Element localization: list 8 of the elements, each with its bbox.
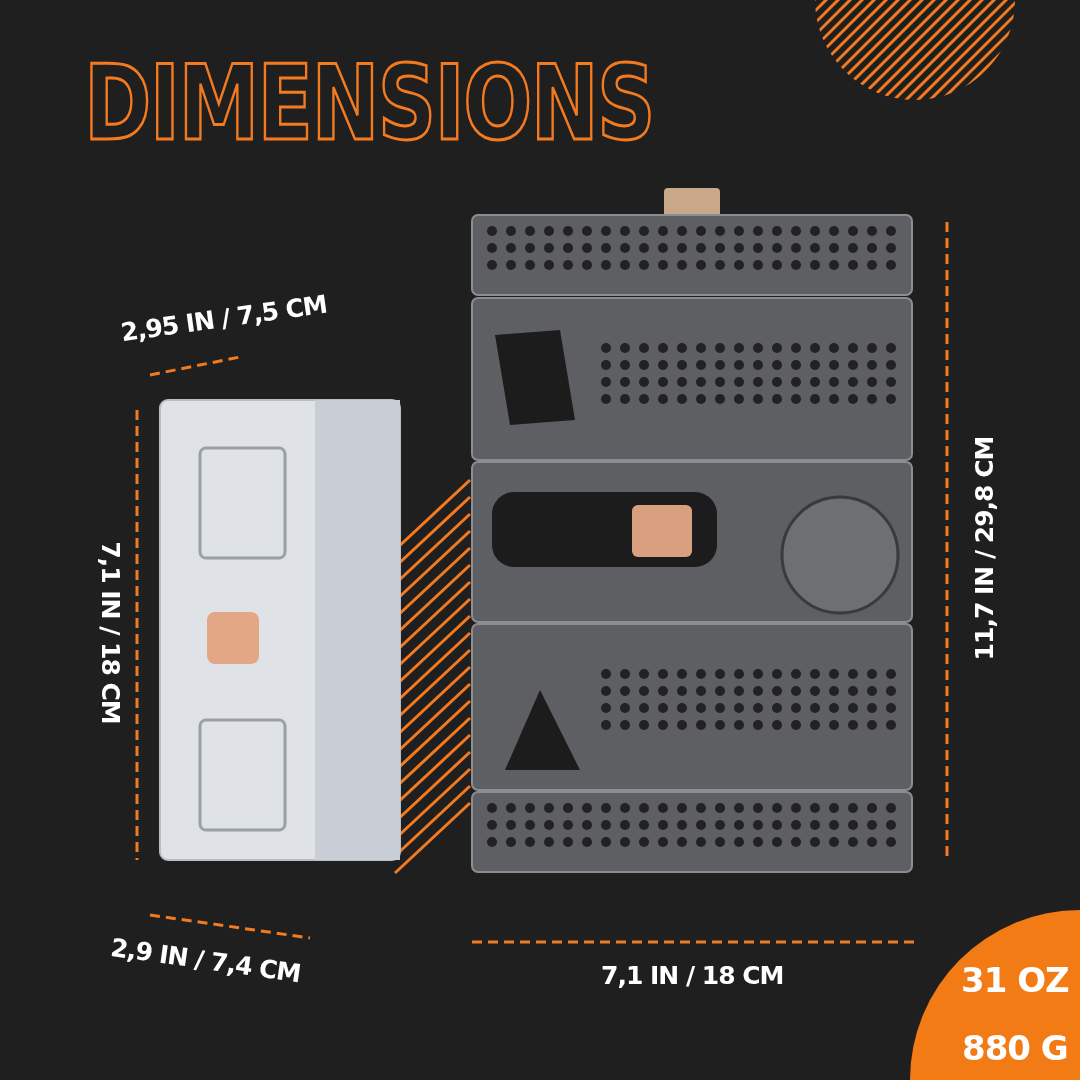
dimension-label: 7,1 IN / 18 CM bbox=[95, 540, 125, 724]
weight-label: 31 OZ bbox=[961, 960, 1069, 1000]
dimension-label: 2,95 IN / 7,5 CM bbox=[118, 289, 328, 347]
dimension-label: 11,7 IN / 29,8 CM bbox=[970, 436, 1000, 660]
weight-label: 880 G bbox=[962, 1028, 1068, 1068]
dimension-label: 2,9 IN / 7,4 CM bbox=[108, 932, 302, 988]
dimension-label: 7,1 IN / 18 CM bbox=[601, 960, 784, 990]
title: DIMENSIONS bbox=[84, 42, 654, 164]
